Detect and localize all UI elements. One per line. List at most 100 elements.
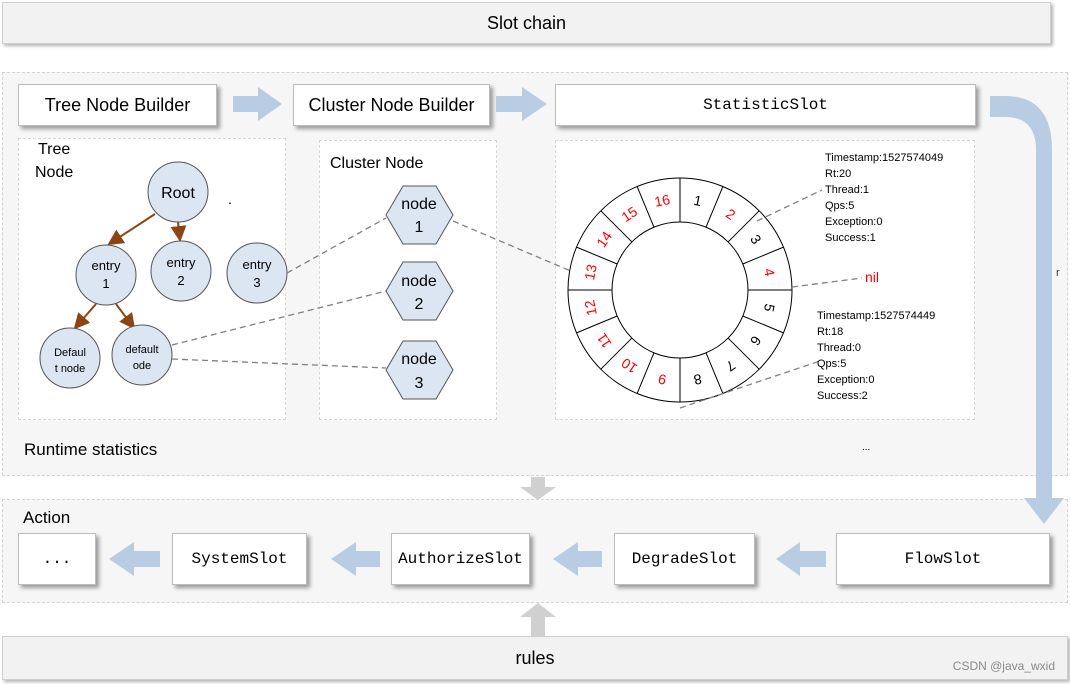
entry2-label-1: entry [167,255,196,270]
cluster-node-3 [385,340,454,400]
info2-line-2: Thread:0 [817,342,861,354]
entry3-label-2: 3 [253,275,260,290]
system-slot-box: SystemSlot [172,533,307,585]
ring-divider [576,315,618,334]
ring-divider [742,246,784,265]
ring-divider [727,210,760,243]
arrow-degrade-to-authorize [553,542,602,576]
ellipsis-slot-box: ... [18,533,96,585]
info2-line-4: Exception:0 [817,374,874,386]
ring-divider [636,352,655,394]
tree-node-builder-label: Tree Node Builder [44,94,191,115]
entry1-node [75,244,137,306]
entry3-label-1: entry [243,257,272,272]
default-node-2-label-1: default [125,344,158,356]
ring-slot-10: 10 [618,355,640,377]
stray-dot: . [228,191,232,207]
ring-divider [705,352,724,394]
cluster-node-builder-box: Cluster Node Builder [293,84,490,126]
ring-slot-12: 12 [581,298,600,317]
default-node-1-label-1: Defaul [54,347,86,359]
degrade-slot-box: DegradeSlot [614,533,755,585]
leader-slot8 [679,360,821,409]
rules-footer: rules [2,636,1068,680]
default-node-2-label-2: ode [133,360,151,372]
info-block-1: Timestamp:1527574049 Rt:20 Thread:1 Qps:… [825,152,943,244]
leader-slot3 [791,277,863,288]
arrow-tree-to-cluster [233,87,282,121]
runtime-statistics-label: Runtime statistics [24,440,157,459]
cluster-node-2 [385,261,454,321]
info1-line-0: Timestamp:1527574049 [825,152,943,164]
cluster-node-3-label-1: node [401,351,437,368]
ellipsis-slot-label: ... [42,550,72,568]
link-default2-node3 [171,358,387,369]
arrow-cluster-to-statistic [496,87,547,121]
statistic-slot-box: StatisticSlot [555,84,976,126]
nil-label: nil [865,269,879,285]
cluster-node-2-label-2: 2 [415,296,424,313]
info1-line-1: Rt:20 [825,168,851,180]
slot-chain-title: Slot chain [486,12,567,33]
leader-slot1 [756,189,823,222]
statistic-slot-label: StatisticSlot [703,96,828,114]
entry1-label-2: 1 [102,276,109,291]
tree-edge-entry1-default2 [115,303,136,330]
action-label: Action [23,508,70,527]
authorize-slot-box: AuthorizeSlot [391,533,530,585]
ring-slot-16: 16 [653,191,672,210]
arrow-authorize-to-system [331,542,380,576]
ring-divider [600,210,633,243]
ring-slot-15: 15 [618,203,640,225]
arrow-statistic-to-flow [990,96,1064,524]
ring-slot-14: 14 [593,228,615,250]
edge-char: r [1056,267,1060,279]
tree-node-title-1: Tree [38,141,70,158]
arrow-runtime-to-action [520,477,556,500]
tree-node-builder-box: Tree Node Builder [18,84,217,126]
flow-slot-box: FlowSlot [836,533,1050,585]
info1-line-4: Exception:0 [825,216,882,228]
arrow-system-to-ellipsis [109,542,160,576]
info2-line-0: Timestamp:1527574449 [817,310,935,322]
cluster-node-1-label-1: node [401,196,437,213]
info2-line-1: Rt:18 [817,326,843,338]
ring-slot-4: 4 [761,267,778,278]
cluster-node-builder-label: Cluster Node Builder [308,94,475,115]
arrow-flow-to-degrade [776,542,826,576]
ring-divider [576,246,618,265]
ring-divider [705,186,724,228]
info2-line-5: Success:2 [817,390,868,402]
cluster-node-2-label-1: node [401,273,437,290]
ring-slot-13: 13 [581,263,600,282]
info2-line-3: Qps:5 [817,358,846,370]
default-node-2 [111,324,173,386]
ring-divider [727,337,760,370]
ring-slot-8: 8 [692,371,703,388]
cluster-node-1-label-2: 1 [415,219,424,236]
cluster-node-title: Cluster Node [330,155,423,172]
info-block-2: Timestamp:1527574449 Rt:18 Thread:0 Qps:… [817,310,935,402]
root-node-label: Root [161,185,195,202]
ring-inner [611,221,749,359]
link-entry3-node1 [286,217,387,274]
ring-slot-5: 5 [761,302,778,313]
root-node [147,161,209,223]
cluster-node-3-label-2: 3 [415,375,424,392]
link-default2-node2 [171,290,387,346]
link-node1-ring [452,220,574,273]
info1-line-3: Qps:5 [825,200,854,212]
authorize-slot-label: AuthorizeSlot [398,550,523,568]
csdn-watermark: CSDN @java_wxid [953,659,1055,673]
degrade-slot-label: DegradeSlot [631,550,738,568]
ring-divider [742,315,784,334]
entry3-node [226,242,288,304]
info1-line-2: Thread:1 [825,184,869,196]
runtime-ellipsis: ... [862,442,870,453]
ring-slot-1: 1 [692,192,703,209]
rules-label: rules [515,647,555,668]
system-slot-label: SystemSlot [191,550,288,568]
tree-edge-root-entry1 [107,213,156,246]
